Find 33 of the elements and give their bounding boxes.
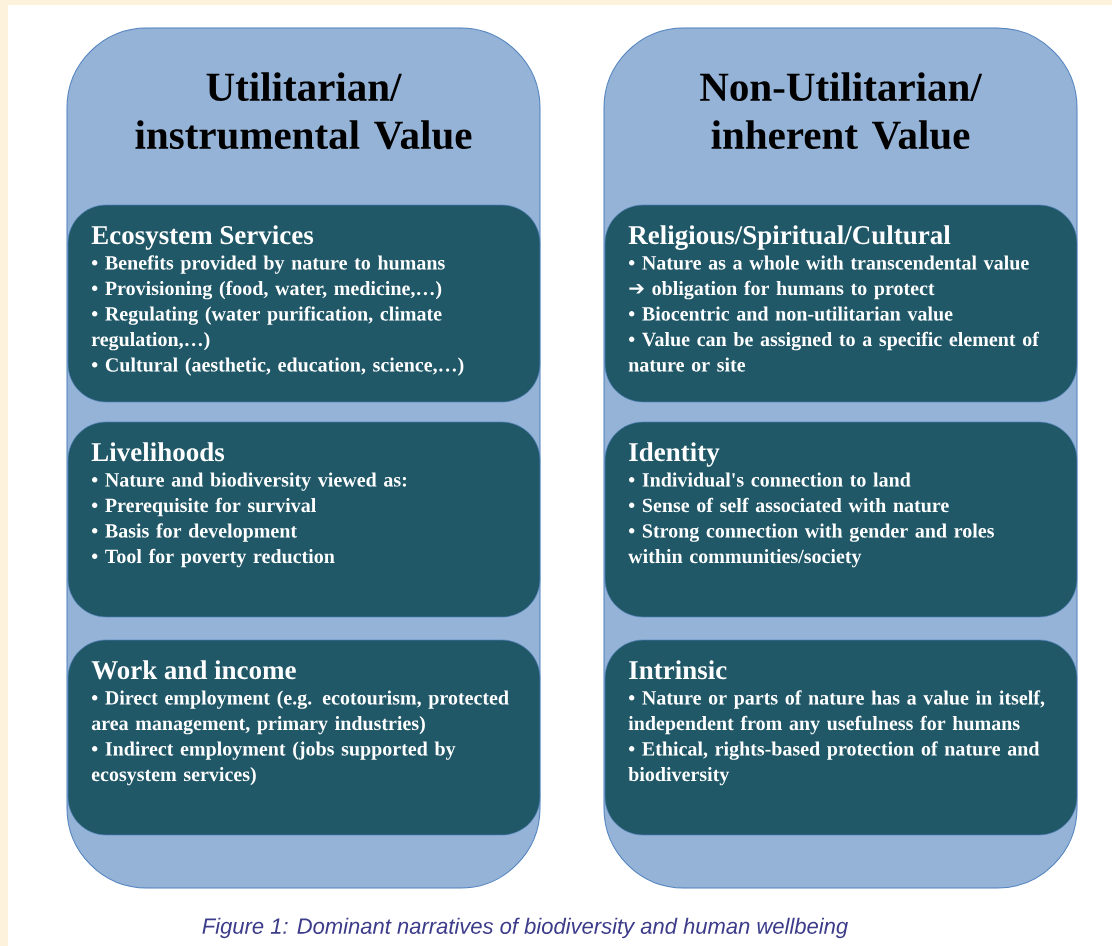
box-heading: Ecosystem Services: [91, 225, 314, 250]
category-box: [604, 639, 1078, 836]
box-heading: Work and income: [91, 660, 296, 680]
bullet-item: • Regulating (water purification, climate regulation,…): [91, 306, 442, 351]
bullet-item: • Cultural (aesthetic, education, science,…): [92, 357, 464, 376]
bullet-item: • Sense of self associated with nature: [629, 497, 949, 513]
bullet-item: • Basis for development: [92, 523, 297, 542]
bullet-item: • Nature or parts of nature has a value in itself, independent from any usefulness for humans: [628, 690, 1045, 735]
category-box: [604, 204, 1078, 403]
category-box: [67, 639, 541, 836]
bullet-item: • Direct employment (e.g. ecotourism, protected area management, primary industries): [91, 690, 509, 735]
category-box: [67, 421, 541, 618]
column-title: Non-Utilitarian/ inherent Value: [700, 72, 983, 150]
bullet-item: • Indirect employment (jobs supported by ecosystem services): [91, 741, 456, 786]
bullet-item: • Provisioning (food, water, medicine,…): [92, 280, 442, 300]
box-heading: Livelihoods: [91, 442, 225, 462]
bullet-item: • Value can be assigned to a specific element of nature or site: [628, 331, 1040, 372]
box-heading: Identity: [629, 442, 720, 467]
bullet-item: • Tool for poverty reduction: [92, 548, 335, 568]
bullet-item: • Strong connection with gender and roles within communities/society: [628, 523, 994, 568]
box-heading: Intrinsic: [629, 660, 727, 680]
bullet-item: • Nature and biodiversity viewed as:: [92, 472, 407, 491]
category-box: [604, 421, 1078, 618]
bullet-item: • Prerequisite for survival: [92, 497, 316, 517]
category-box: [67, 204, 541, 403]
column-title: Utilitarian/ instrumental Value: [135, 72, 472, 150]
bullet-item: • Individual's connection to land: [629, 472, 911, 487]
figure-caption: Figure 1: Dominant narratives of biodiversity and human wellbeing: [202, 917, 848, 939]
bullet-item: • Biocentric and non-utilitarian value: [629, 306, 953, 321]
bullet-item: • Ethical, rights-based protection of nature and biodiversity: [628, 741, 1040, 786]
box-heading: Religious/Spiritual/Cultural: [628, 225, 951, 250]
bullet-item: • Nature as a whole with transcendental value ➔ obligation for humans to protect: [629, 255, 1029, 300]
bullet-item: • Benefits provided by nature to humans: [92, 255, 445, 274]
